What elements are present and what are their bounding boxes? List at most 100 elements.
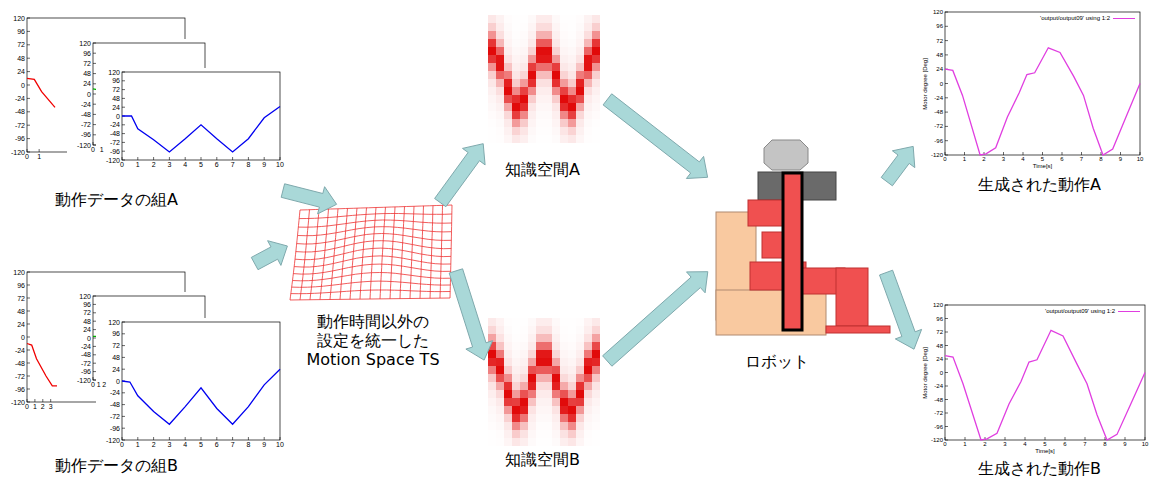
legend-sample — [1118, 311, 1140, 312]
tick-mark — [122, 440, 125, 441]
heat-cell — [512, 366, 520, 374]
heat-cell — [560, 119, 568, 127]
tick-label: 72 — [83, 309, 91, 316]
heat-cell — [592, 23, 600, 31]
heat-cell — [520, 414, 528, 422]
heat-cell — [512, 55, 520, 63]
heat-cell — [512, 31, 520, 39]
tick-mark — [27, 285, 30, 286]
robot-head — [764, 140, 808, 170]
heat-cell — [544, 63, 552, 71]
heat-cell — [560, 342, 568, 350]
heat-cell — [536, 79, 544, 87]
heat-cell — [560, 398, 568, 406]
tick-mark — [122, 437, 123, 440]
heat-cell — [552, 15, 560, 23]
heat-cell — [496, 406, 504, 414]
heat-cell — [536, 31, 544, 39]
heat-cell — [520, 430, 528, 438]
heat-cell — [536, 366, 544, 374]
heat-cell — [536, 382, 544, 390]
heat-cell — [544, 398, 552, 406]
legend-text: 'output/output09' using 1:2 — [1040, 15, 1110, 21]
heat-cell — [528, 422, 536, 430]
heat-cell — [512, 390, 520, 398]
heat-cell — [496, 430, 504, 438]
heat-cell — [544, 95, 552, 103]
tick-label: 1 — [97, 381, 101, 388]
heat-cell — [496, 350, 504, 358]
tick-mark — [122, 124, 125, 125]
tick-mark — [122, 345, 125, 346]
heat-cell — [496, 47, 504, 55]
tick-mark — [93, 104, 96, 105]
tick-mark — [122, 404, 125, 405]
heat-cell — [584, 127, 592, 135]
heat-cell — [552, 342, 560, 350]
tick-label: 5 — [1041, 156, 1044, 162]
tick-label: 4 — [1023, 441, 1026, 447]
heat-cell — [592, 366, 600, 374]
tick-mark — [232, 157, 233, 160]
tick-mark — [27, 138, 30, 139]
axis-title: Time[s] — [1035, 448, 1054, 454]
tick-label: 24 — [936, 66, 943, 72]
caption: ロボット — [745, 352, 809, 371]
tick-label: -24 — [15, 347, 25, 354]
heat-cell — [584, 358, 592, 366]
heat-cell — [512, 318, 520, 326]
tick-mark — [93, 380, 96, 381]
tick-mark — [27, 125, 30, 126]
heat-cell — [488, 103, 496, 111]
heat-cell — [528, 414, 536, 422]
heat-cell — [536, 127, 544, 135]
tick-mark — [216, 157, 217, 160]
heat-cell — [512, 406, 520, 414]
tick-mark — [945, 437, 946, 440]
block-arrow — [881, 146, 915, 185]
heat-cell — [512, 23, 520, 31]
heat-cell — [520, 406, 528, 414]
heat-cell — [576, 127, 584, 135]
tick-label: -48 — [934, 109, 943, 115]
heat-cell — [512, 350, 520, 358]
tick-label: 9 — [1119, 156, 1122, 162]
heat-cell — [592, 318, 600, 326]
heat-cell — [520, 326, 528, 334]
heat-cell — [488, 119, 496, 127]
heat-cell — [528, 135, 536, 143]
tick-label: 120 — [108, 69, 120, 76]
heat-cell — [584, 15, 592, 23]
heat-cell — [592, 79, 600, 87]
heat-cell — [552, 55, 560, 63]
heat-cell — [584, 31, 592, 39]
heat-cell — [576, 111, 584, 119]
heat-cell — [512, 358, 520, 366]
heat-cell — [504, 374, 512, 382]
heat-cell — [528, 127, 536, 135]
tick-mark — [27, 98, 30, 99]
heat-cell — [544, 422, 552, 430]
tick-mark — [27, 337, 30, 338]
heat-cell — [512, 135, 520, 143]
figure-group: 動作データの組B — [0, 265, 280, 485]
heat-cell — [576, 390, 584, 398]
heat-cell — [520, 127, 528, 135]
tick-mark — [93, 142, 94, 145]
tick-label: 3 — [49, 403, 53, 410]
tick-mark — [1140, 152, 1141, 155]
heat-cell — [576, 15, 584, 23]
heat-cell — [528, 39, 536, 47]
heat-cell — [568, 55, 576, 63]
heat-cell — [584, 23, 592, 31]
heat-cell — [552, 382, 560, 390]
heat-cell — [552, 39, 560, 47]
mesh-line — [300, 210, 310, 300]
heat-cell — [552, 422, 560, 430]
heat-cell — [528, 103, 536, 111]
tick-mark — [122, 369, 125, 370]
heat-cell — [536, 334, 544, 342]
tick-label: 0 — [91, 146, 95, 153]
heat-cell — [488, 71, 496, 79]
plot-group — [1, 8, 1149, 452]
